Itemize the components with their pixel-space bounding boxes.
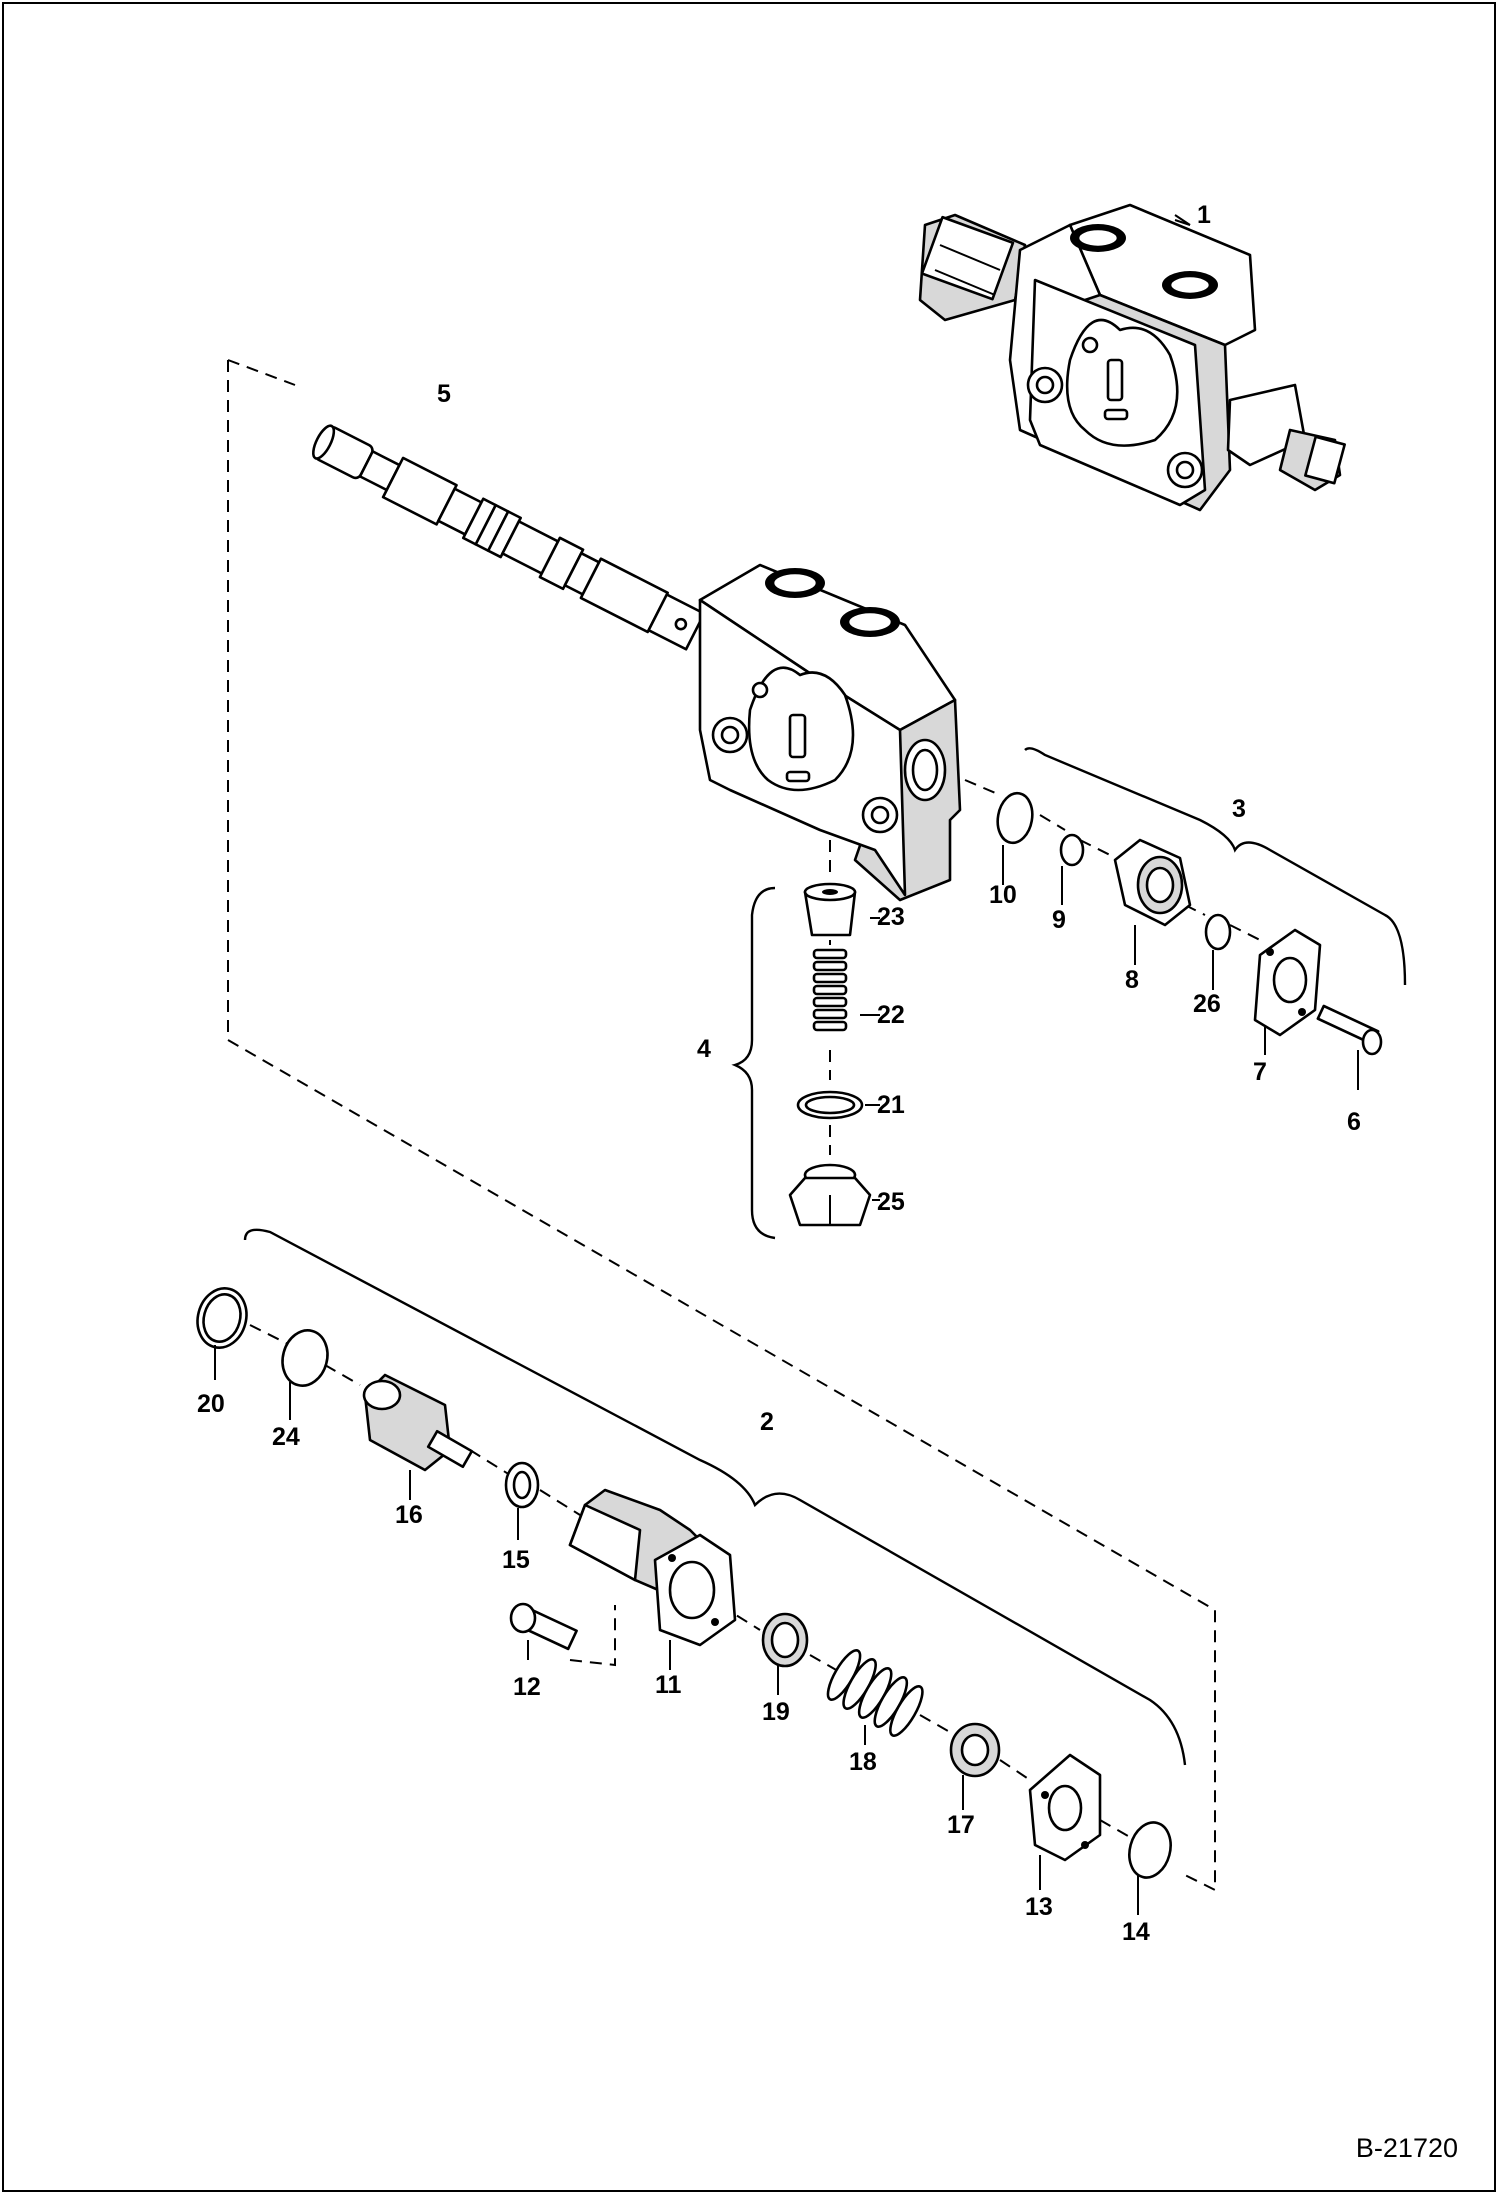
part-label-1: 1 — [1197, 201, 1211, 229]
part-label-23: 23 — [877, 903, 905, 931]
part-label-10: 10 — [989, 881, 1017, 909]
part-label-11: 11 — [655, 1671, 682, 1699]
leader-lines — [214, 214, 1359, 1915]
valve-section-assembled — [918, 203, 1346, 512]
part-label-7: 7 — [1253, 1058, 1267, 1086]
figure-id: B-21720 — [1355, 2133, 1458, 2163]
part-label-13: 13 — [1025, 1893, 1053, 1921]
group-brackets — [243, 747, 1407, 1766]
part-label-21: 21 — [877, 1091, 905, 1119]
part-label-24: 24 — [272, 1423, 300, 1451]
part-label-20: 20 — [197, 1390, 225, 1418]
part-label-5: 5 — [437, 380, 451, 408]
part-label-2: 2 — [760, 1408, 774, 1436]
part-label-16: 16 — [395, 1501, 423, 1529]
port-relief-parts — [996, 791, 1383, 1056]
spool — [311, 424, 706, 651]
part-label-26: 26 — [1193, 990, 1221, 1018]
part-label-3: 3 — [1232, 795, 1246, 823]
part-label-25: 25 — [877, 1188, 905, 1216]
check-valve-parts — [788, 882, 872, 1227]
part-label-19: 19 — [762, 1698, 790, 1726]
part-label-4: 4 — [697, 1035, 711, 1063]
part-label-18: 18 — [849, 1748, 877, 1776]
part-label-22: 22 — [877, 1001, 905, 1029]
part-label-9: 9 — [1052, 906, 1066, 934]
part-label-8: 8 — [1125, 966, 1139, 994]
spring-centering-parts — [196, 1287, 1172, 1879]
part-label-14: 14 — [1122, 1918, 1150, 1946]
valve-body — [698, 563, 962, 902]
part-label-17: 17 — [947, 1811, 975, 1839]
part-label-12: 12 — [513, 1673, 541, 1701]
part-label-15: 15 — [502, 1546, 530, 1574]
part-label-6: 6 — [1347, 1108, 1361, 1136]
